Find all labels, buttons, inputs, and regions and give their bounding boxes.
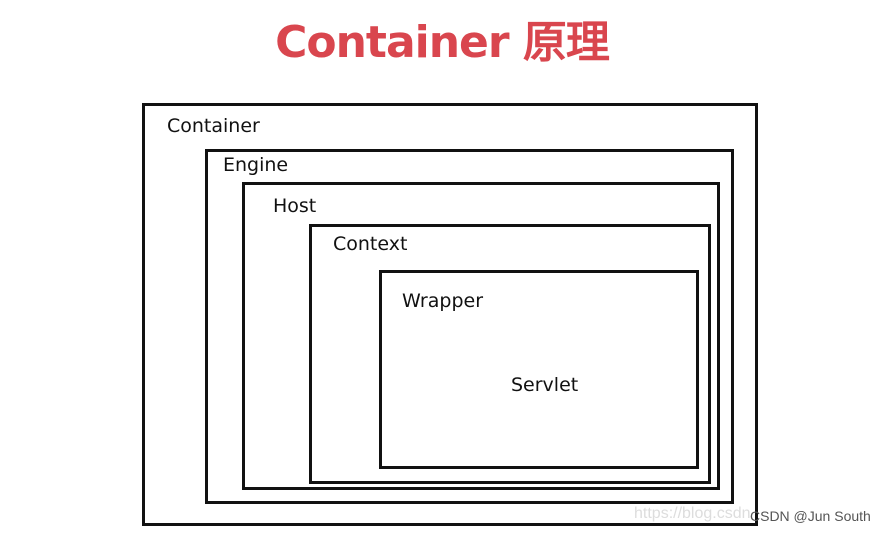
- engine-label: Engine: [223, 154, 289, 176]
- engine-box: [205, 149, 734, 504]
- host-box: [242, 182, 720, 490]
- wrapper-box: [379, 270, 699, 469]
- host-label: Host: [273, 195, 317, 217]
- container-box: [142, 103, 758, 526]
- servlet-label: Servlet: [511, 374, 579, 396]
- watermark-url: https://blog.csdn: [634, 505, 751, 522]
- context-label: Context: [333, 233, 408, 255]
- container-label: Container: [167, 115, 260, 137]
- wrapper-label: Wrapper: [402, 290, 484, 312]
- context-box: [309, 224, 711, 484]
- page-title: Container 原理: [275, 17, 610, 68]
- watermark-credit: CSDN @Jun South: [750, 508, 871, 524]
